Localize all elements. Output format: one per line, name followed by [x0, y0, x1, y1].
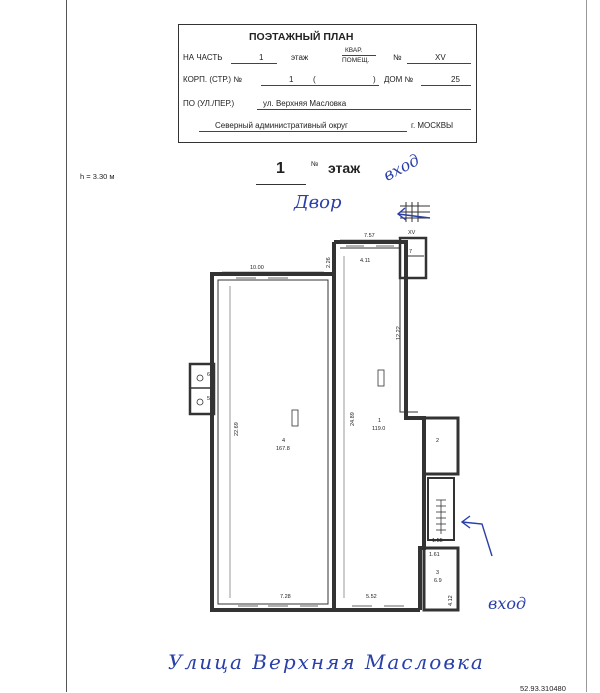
korp-paren-close: )	[373, 75, 376, 84]
yard-handwriting: Двор	[294, 192, 342, 213]
room-4-number: 4	[282, 438, 285, 444]
stair-well-outline	[427, 477, 455, 541]
room-7-outline	[398, 236, 428, 280]
room-5-number: 5	[207, 396, 210, 402]
entrance-top-arrow-icon	[397, 213, 431, 219]
dim-mid-24-89: 24.89	[350, 412, 356, 426]
dim-top-right: 7.57	[364, 233, 375, 239]
dim-room-4-11: 4.11	[360, 258, 370, 264]
dim-vert-a: 2.26	[326, 257, 332, 268]
pomesh-label: ПОМЕЩ.	[342, 57, 370, 64]
wall-right-block	[332, 242, 420, 612]
title-block-heading: ПОЭТАЖНЫЙ ПЛАН	[249, 31, 354, 43]
title-block: ПОЭТАЖНЫЙ ПЛАН НА ЧАСТЬ 1 этаж КВАР. ПОМ…	[178, 24, 477, 143]
korp-label: КОРП. (СТР.) №	[183, 75, 242, 84]
dim-bottom-5-52: 5.52	[366, 594, 377, 600]
district-value: Северный административный округ	[215, 121, 348, 130]
wall-left-block	[210, 272, 336, 612]
floor-number-sign-icon: №	[311, 161, 319, 168]
footer-code: 52.93.310480	[520, 684, 566, 693]
floor-number: 1	[276, 160, 285, 177]
korp-value: 1	[289, 75, 294, 84]
part-value: 1	[259, 53, 264, 62]
room-3-outline	[422, 546, 460, 612]
sheet-left-edge	[66, 0, 67, 692]
dim-bottom-7-28: 7.28	[280, 594, 291, 600]
stairs-bottom-icon	[436, 499, 446, 534]
city-value: г. МОСКВЫ	[411, 121, 454, 130]
part-label: НА ЧАСТЬ	[183, 53, 223, 62]
room-2-outline	[422, 416, 460, 476]
floor-word-heading: этаж	[328, 160, 361, 176]
street-handwriting: Улица Верхняя Масловка	[168, 650, 485, 674]
sheet-right-edge	[586, 0, 587, 692]
entrance-bottom-handwriting: вход	[488, 594, 527, 613]
room-6-number: 6	[207, 372, 210, 378]
dim-small-1-55: 1.55	[432, 538, 443, 544]
number-sign: №	[393, 53, 402, 62]
ceiling-height-note: h = 3.30 м	[80, 172, 115, 181]
premise-xv-label: XV	[408, 230, 416, 236]
dim-left-22-69: 22.69	[234, 422, 240, 436]
room-7-number: 7	[409, 249, 412, 255]
kvar-label: КВАР.	[345, 47, 363, 54]
room-1-area: 119.0	[372, 426, 385, 432]
dim-small-1-61: 1.61	[429, 552, 440, 558]
floor-word: этаж	[291, 53, 309, 62]
entrance-bottom-arrow-icon	[461, 521, 493, 557]
room-3-number: 3	[436, 570, 439, 576]
room-3-area: 6.9	[434, 578, 442, 584]
premise-number: XV	[435, 53, 446, 62]
room-4-area: 167.8	[276, 446, 290, 452]
street-value: ул. Верхняя Масловка	[263, 99, 347, 108]
korp-paren-open: (	[313, 75, 316, 84]
house-number: 25	[451, 75, 460, 84]
dim-small-4-12: 4.12	[448, 595, 454, 606]
house-label: ДОМ №	[384, 75, 414, 84]
dim-side-12-22: 12.22	[396, 326, 402, 340]
room-1-number: 1	[378, 418, 381, 424]
room-2-number: 2	[436, 438, 439, 444]
street-label: ПО (УЛ./ПЕР.)	[183, 99, 235, 108]
dim-top-left: 10.00	[250, 265, 264, 271]
room-5-6-outline	[188, 362, 216, 416]
